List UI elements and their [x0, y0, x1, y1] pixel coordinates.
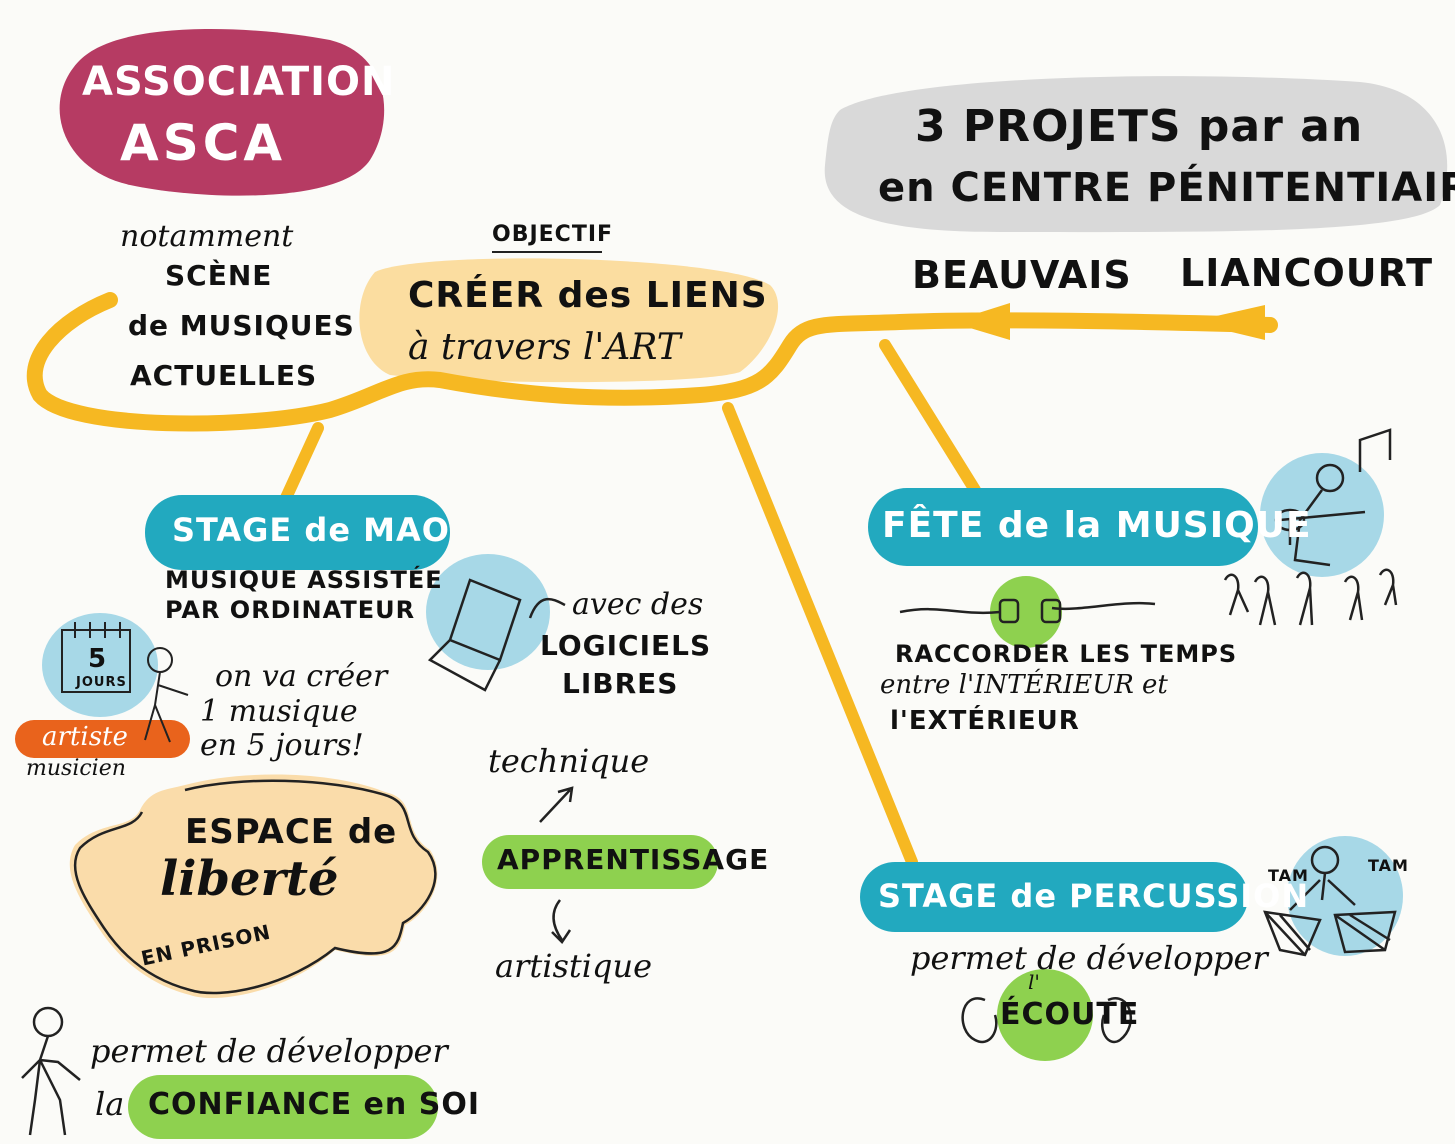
software-line1: avec des: [572, 587, 704, 622]
drummer-icon: [1263, 845, 1397, 957]
projects-line1: 3 PROJETS par an: [915, 101, 1364, 152]
intro-lead: notamment: [120, 219, 294, 254]
guitar-player-icon: [1274, 463, 1366, 567]
fete-text-1: RACCORDER LES TEMPS: [895, 640, 1238, 668]
confidence-line1: permet de développer: [90, 1032, 448, 1070]
listen-circle: [997, 969, 1093, 1061]
freedom-blob: [69, 774, 438, 998]
laptop-circle: [426, 554, 550, 670]
listen-label: ÉCOUTE: [1000, 997, 1140, 1032]
projects-blob: [824, 76, 1448, 233]
artist-label: artiste: [42, 722, 128, 752]
branch-fete: [879, 339, 981, 496]
confidence-prefix: la: [95, 1085, 125, 1123]
mao-subtitle-1: MUSIQUE ASSISTÉE: [165, 566, 443, 594]
objective-line2: à travers l'ART: [408, 327, 681, 368]
mao-title: STAGE de MAO: [172, 511, 450, 549]
stick-figure-icon: [21, 1006, 81, 1136]
musician-figure-icon: [144, 647, 189, 743]
plug-icon: [899, 598, 1156, 624]
fete-text-3: l'EXTÉRIEUR: [890, 706, 1080, 736]
learning-top: technique: [488, 742, 650, 780]
tam-label-2: TAM: [1368, 856, 1409, 875]
percussion-title: STAGE de PERCUSSION: [878, 877, 1310, 915]
music-note-icon: [1358, 428, 1392, 472]
confidence-label: CONFIANCE en SOI: [148, 1087, 480, 1122]
plug-circle: [990, 576, 1062, 648]
place-liancourt: LIANCOURT: [1180, 251, 1434, 295]
objective-line1: CRÉER des LIENS: [408, 275, 768, 316]
branch-mao: [279, 422, 324, 506]
ear-icon-left: [961, 997, 998, 1044]
intro-line3: ACTUELLES: [130, 359, 318, 392]
learning-pill: [482, 835, 718, 889]
barbed-wire: [73, 779, 437, 995]
projects-line2: en CENTRE PÉNITENTIAIRE: [878, 165, 1455, 211]
create-line2: 1 musique: [200, 694, 358, 729]
artist-pill: [15, 720, 190, 758]
confidence-pill: [128, 1075, 438, 1139]
objective-blob: [359, 258, 779, 383]
place-beauvais: BEAUVAIS: [912, 253, 1132, 297]
branch-percussion: [722, 402, 918, 868]
main-branch: [26, 292, 1278, 432]
calendar-unit: JOURS: [76, 675, 127, 690]
listen-apostrophe: l': [1028, 970, 1040, 994]
create-line3: en 5 jours!: [200, 728, 364, 763]
create-line1: on va créer: [215, 659, 388, 694]
arrow-beauvais: [950, 303, 1010, 340]
objective-label: OBJECTIF: [492, 222, 614, 247]
intro-line1: SCÈNE: [165, 259, 273, 292]
fete-title: FÊTE de la MUSIQUE: [882, 505, 1312, 546]
arrow-software-icon: [528, 597, 566, 619]
calendar-number: 5: [88, 644, 108, 674]
freedom-line1: ESPACE de: [185, 812, 398, 852]
mao-pill: [145, 495, 450, 570]
arrow-liancourt: [1190, 305, 1265, 340]
intro-line2: de MUSIQUES: [128, 309, 355, 342]
percussion-pill: [860, 862, 1248, 932]
arrow-up-icon: [539, 786, 574, 823]
learning-label: APPRENTISSAGE: [497, 843, 770, 876]
ear-icon-right: [1101, 997, 1132, 1044]
title-blob: [59, 28, 385, 196]
arrow-down-icon: [551, 899, 572, 944]
calendar-icon: [61, 622, 131, 693]
percussion-text: permet de développer: [910, 939, 1268, 977]
software-line3: LIBRES: [562, 667, 679, 700]
software-line2: LOGICIELS: [540, 629, 712, 662]
mao-subtitle-2: PAR ORDINATEUR: [165, 596, 416, 624]
audience-icon: [1223, 568, 1398, 626]
freedom-line2: liberté: [160, 851, 339, 907]
tam-label-1: TAM: [1268, 866, 1309, 885]
learning-bottom: artistique: [495, 947, 653, 985]
title-line1: ASSOCIATION: [82, 59, 396, 105]
title-line2: ASCA: [120, 114, 287, 172]
fete-text-2: entre l'INTÉRIEUR et: [880, 670, 1168, 700]
fete-pill: [868, 488, 1258, 566]
musician-label: musicien: [26, 756, 126, 781]
laptop-icon: [427, 578, 522, 692]
